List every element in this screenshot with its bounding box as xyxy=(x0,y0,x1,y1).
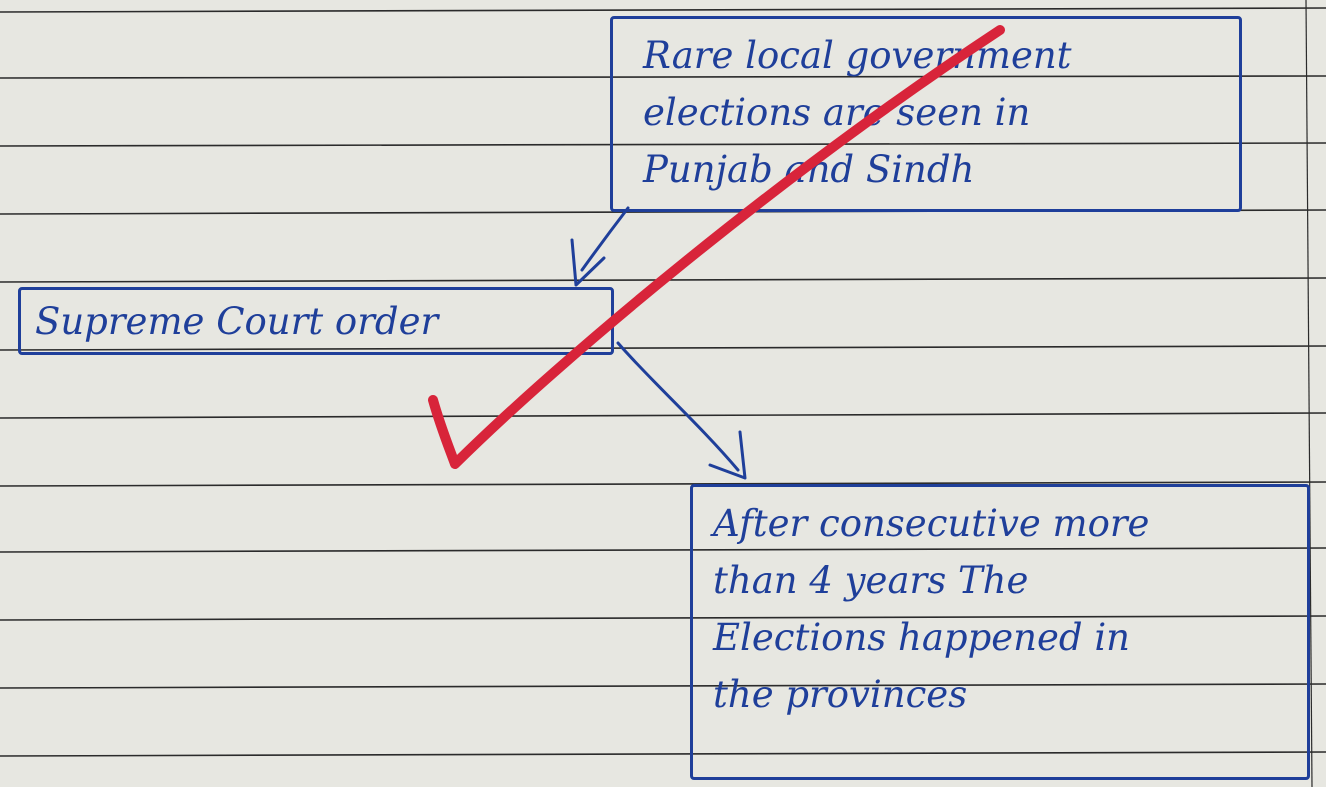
note-box-elections-happened: After consecutive more than 4 years The … xyxy=(690,484,1310,780)
note-line: After consecutive more xyxy=(713,502,1150,545)
note-line: Rare local government xyxy=(643,34,1072,77)
note-line: the provinces xyxy=(713,673,968,716)
note-line: Punjab and Sindh xyxy=(643,148,975,191)
note-line: Supreme Court order xyxy=(35,300,439,343)
note-box-supreme-court: Supreme Court order xyxy=(18,287,614,355)
note-line: than 4 years The xyxy=(713,559,1029,602)
note-line: Elections happened in xyxy=(713,616,1131,659)
note-line: elections are seen in xyxy=(643,91,1031,134)
note-box-rare-elections: Rare local government elections are seen… xyxy=(610,16,1242,212)
